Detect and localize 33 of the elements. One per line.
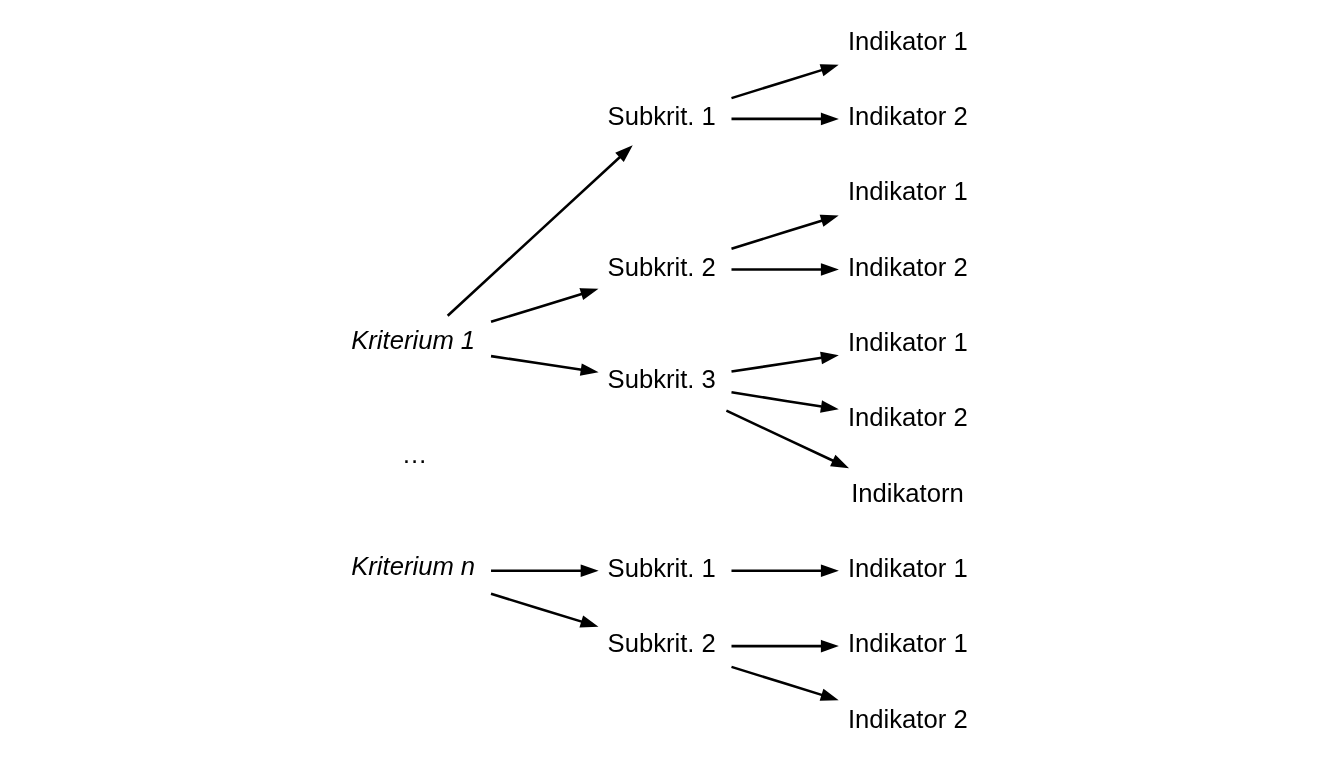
node-text: Indikator 1 — [847, 629, 968, 658]
node-text: Indikator 2 — [847, 403, 968, 432]
arrow — [731, 351, 839, 373]
arrow — [725, 409, 849, 469]
node-text: Subkrit. 2 — [607, 629, 716, 658]
arrow — [731, 665, 839, 701]
arrow — [731, 391, 839, 413]
node-text: Indikator 1 — [847, 553, 968, 582]
node-text: Indikator 2 — [847, 252, 968, 281]
arrow — [731, 214, 839, 250]
node-text: Subkrit. 2 — [607, 252, 716, 281]
node-text: Subkrit. 1 — [607, 553, 716, 582]
node-text: Subkrit. 3 — [607, 364, 716, 393]
arrow — [731, 564, 839, 578]
arrow — [731, 112, 839, 126]
node-text: Kriterium n — [351, 552, 476, 581]
arrow — [731, 64, 839, 100]
arrow — [731, 639, 839, 653]
arrow — [491, 564, 599, 578]
node-text: Subkrit. 1 — [607, 101, 716, 130]
arrow — [490, 288, 599, 324]
label: … — [401, 440, 428, 469]
arrow — [731, 263, 839, 276]
arrow — [490, 592, 599, 628]
node-text: Indikator 1 — [847, 26, 968, 55]
arrow — [490, 354, 599, 376]
node-text: Kriterium 1 — [351, 326, 476, 355]
node-text: Indikator 2 — [847, 704, 968, 733]
node-text: Indikator 1 — [847, 327, 968, 356]
node-text: Indikatorn — [851, 478, 964, 507]
arrow — [446, 145, 633, 317]
node-text: Indikator 1 — [847, 177, 968, 206]
node-text: Indikator 2 — [847, 101, 968, 130]
